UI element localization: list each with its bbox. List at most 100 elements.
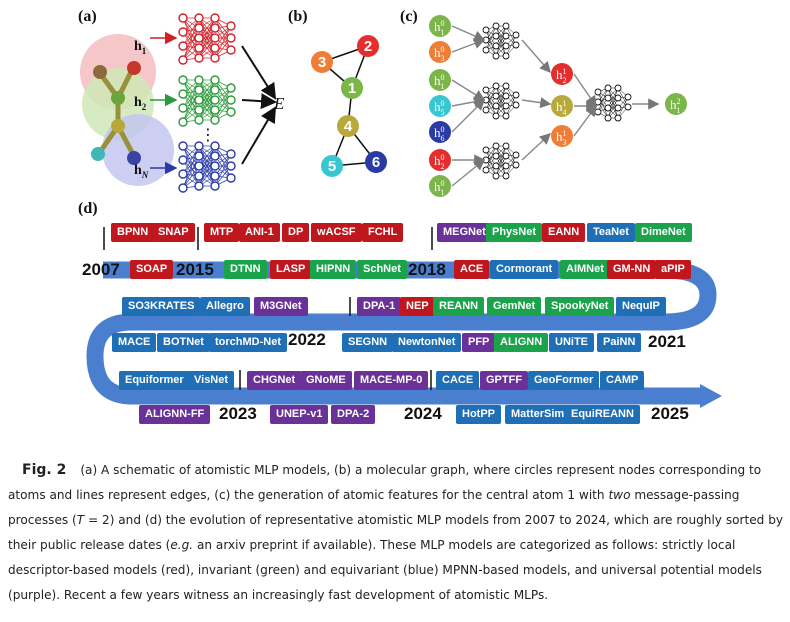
- neuron: [502, 92, 510, 100]
- neuron: [614, 84, 622, 92]
- model-tag: DimeNet: [635, 223, 692, 242]
- model-tag: LASP: [270, 260, 312, 279]
- neuron: [502, 32, 510, 40]
- model-tag: SchNet: [357, 260, 407, 279]
- neuron: [594, 98, 602, 106]
- neuron: [502, 112, 510, 120]
- model-tag: SpookyNet: [545, 297, 615, 316]
- caption-italic-1: two: [608, 488, 631, 502]
- model-tag: wACSF: [311, 223, 362, 242]
- model-tag: GNoME: [300, 371, 352, 390]
- model-tag: M3GNet: [254, 297, 308, 316]
- neuron: [502, 142, 510, 150]
- neuron: [178, 141, 188, 151]
- model-tag: UNiTE: [549, 333, 594, 352]
- neuron: [194, 95, 204, 105]
- neuron: [226, 95, 236, 105]
- neuron: [178, 155, 188, 165]
- year-label: 2023: [219, 404, 257, 423]
- panel-d-label: (d): [78, 200, 98, 217]
- model-tag: SNAP: [152, 223, 195, 242]
- graph-node-6: [365, 151, 387, 173]
- year-label: 2018: [408, 260, 446, 279]
- model-tag: UNEP-v1: [270, 405, 329, 424]
- graph-node-label: 4: [344, 118, 353, 135]
- neuron: [178, 75, 188, 85]
- neuron: [194, 13, 204, 23]
- caption-label: Fig. 2: [22, 462, 67, 478]
- model-tag: MTP: [204, 223, 240, 242]
- neuron: [492, 42, 500, 50]
- neuron: [492, 172, 500, 180]
- neuron: [502, 82, 510, 90]
- neuron: [604, 104, 612, 112]
- neuron: [210, 85, 220, 95]
- graph-node-label: 2: [364, 38, 372, 55]
- neuron: [194, 151, 204, 161]
- layer1-feature-node: [551, 95, 573, 117]
- neuron: [194, 105, 204, 115]
- model-tag: PFP: [462, 333, 496, 352]
- neuron: [210, 13, 220, 23]
- model-tag: torchMD-Net: [209, 333, 287, 352]
- model-tag: ALIGNN: [494, 333, 549, 352]
- year-label: 2021: [648, 332, 686, 351]
- atom: [93, 65, 107, 79]
- model-tag: MatterSim: [505, 405, 571, 424]
- graph-node-label: 1: [348, 80, 356, 97]
- output-feature-node: [665, 93, 687, 115]
- input-feature-node: [429, 149, 451, 171]
- neuron: [210, 171, 220, 181]
- atom: [127, 151, 141, 165]
- model-tag: NewtonNet: [392, 333, 462, 352]
- neuron: [482, 26, 490, 34]
- model-tag: ANI-1: [239, 223, 280, 242]
- graph-node-label: 5: [328, 158, 336, 175]
- neuron: [502, 172, 510, 180]
- neuron: [512, 161, 520, 169]
- graph-node-2: [357, 35, 379, 57]
- neuron: [604, 84, 612, 92]
- neuron: [210, 43, 220, 53]
- year-label: 2024: [404, 404, 442, 423]
- input-feature-node: [429, 95, 451, 117]
- graph-node-3: [311, 51, 333, 73]
- model-tag: GM-NN: [607, 260, 657, 279]
- caption-italic-3: e.g.: [170, 538, 194, 552]
- neuron: [178, 117, 188, 127]
- neural-network-blue: [178, 141, 236, 193]
- neuron: [194, 85, 204, 95]
- neuron: [482, 46, 490, 54]
- neuron: [226, 107, 236, 117]
- neuron: [614, 104, 622, 112]
- feature-label-1: h1: [134, 39, 147, 56]
- model-tag: FCHL: [362, 223, 404, 242]
- neuron: [194, 33, 204, 43]
- neuron: [210, 23, 220, 33]
- neuron: [482, 146, 490, 154]
- model-tag: CAMP: [600, 371, 645, 390]
- neuron: [624, 93, 632, 101]
- neuron: [210, 53, 220, 63]
- neuron: [604, 114, 612, 122]
- neuron: [492, 52, 500, 60]
- neuron: [210, 115, 220, 125]
- neuron: [482, 86, 490, 94]
- neuron: [512, 31, 520, 39]
- year-label: 2007: [82, 260, 120, 279]
- graph-node-label: 3: [318, 54, 326, 71]
- neuron: [178, 183, 188, 193]
- neuron: [604, 94, 612, 102]
- neuron: [226, 45, 236, 55]
- neural-network-green: [178, 75, 236, 127]
- neuron: [492, 22, 500, 30]
- model-tag: DTNN: [224, 260, 267, 279]
- neuron: [194, 115, 204, 125]
